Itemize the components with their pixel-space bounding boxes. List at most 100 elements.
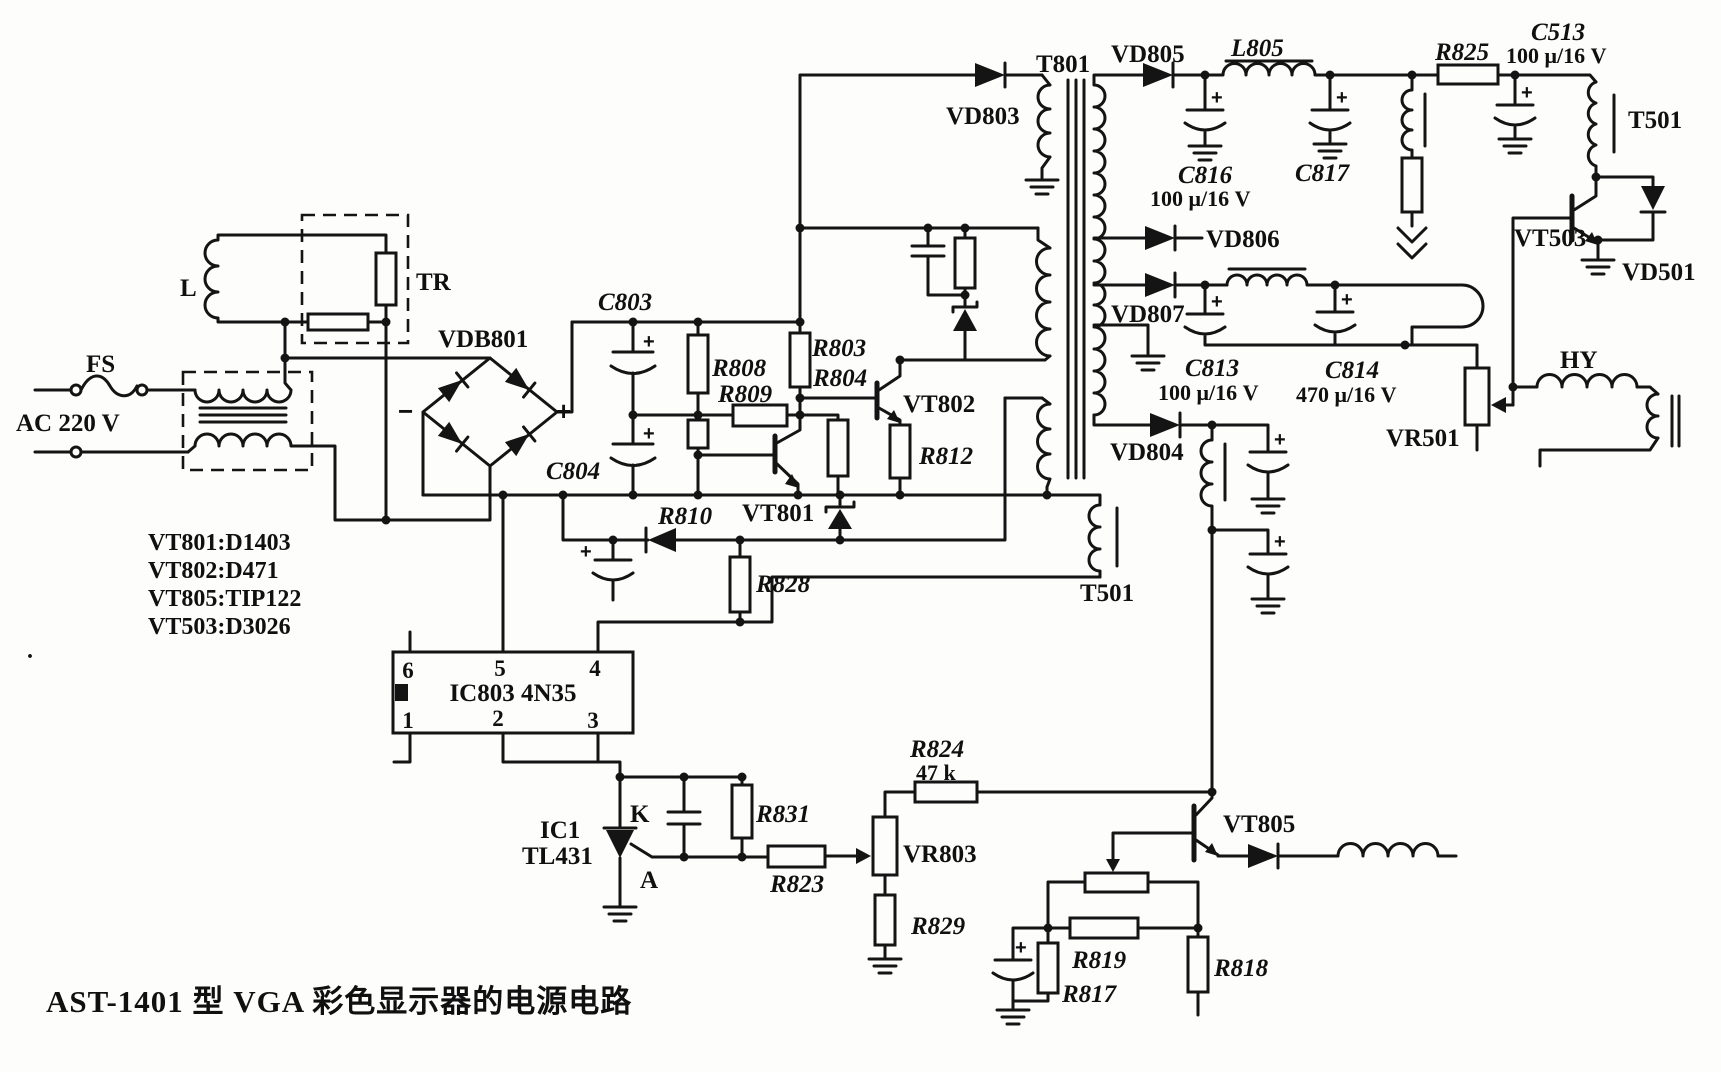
filter-coils (186, 320, 492, 522)
polarity-plus: + (643, 423, 655, 445)
tl431-label: TL431 (522, 843, 593, 870)
ground (1250, 497, 1286, 515)
r810-body (686, 418, 710, 450)
r804-label: R804 (812, 365, 867, 392)
snubber-wires (798, 226, 1047, 362)
node (693, 490, 703, 500)
node (558, 490, 568, 500)
polarity-plus: + (1211, 87, 1223, 109)
node (1193, 923, 1203, 933)
node (1207, 420, 1217, 430)
node (381, 317, 391, 327)
node (1593, 235, 1603, 245)
l805-label: L805 (1230, 35, 1284, 62)
bulk-capacitors: C803 C804 + + (546, 289, 657, 497)
node (1207, 525, 1217, 535)
r823-label: R823 (769, 871, 824, 898)
node (1200, 70, 1210, 80)
ground (1130, 354, 1166, 372)
ac-voltage-label: AC 220 V (16, 410, 120, 437)
node (1591, 172, 1601, 182)
vr501-wiper-arrow (1491, 397, 1506, 413)
line-filter (181, 320, 492, 522)
c816-label: C816 (1178, 162, 1233, 189)
zener-vt801 (824, 493, 856, 542)
polarity-plus: + (1521, 82, 1533, 104)
node (1200, 280, 1210, 290)
r803-body (788, 331, 812, 389)
node (381, 515, 391, 525)
snubber-resistor (953, 236, 977, 290)
r823-arrow (856, 848, 871, 864)
r824-body (913, 780, 979, 804)
diode-bar (455, 435, 470, 453)
vd804-wires (1092, 413, 1214, 427)
node (735, 617, 745, 627)
node (1042, 490, 1052, 500)
node (693, 450, 703, 460)
ground (1024, 178, 1060, 196)
vt805-emitter-arrow (1205, 843, 1218, 856)
rail-wires (421, 320, 1049, 497)
node (795, 393, 805, 403)
r812-label: R812 (918, 443, 973, 470)
r829-label: R829 (910, 913, 966, 940)
diode-triangle (437, 379, 463, 403)
node (793, 490, 803, 500)
ic803-pin5: 5 (494, 656, 506, 681)
c816-value: 100 μ/16 V (1150, 186, 1251, 211)
ground (995, 1008, 1031, 1026)
degauss-resistor (306, 312, 370, 332)
vd804-diode (1150, 413, 1180, 437)
vt805-diode (1248, 844, 1278, 868)
ic803-pin-wires (392, 493, 622, 779)
r824-value: 47 k (916, 760, 957, 785)
vr803-label: VR803 (903, 841, 977, 868)
c817-label: C817 (1295, 160, 1351, 187)
node (895, 355, 905, 365)
thermistor-tr (374, 251, 398, 307)
vr803-body (871, 815, 899, 877)
caption: AST-1401 型 VGA 彩色显示器的电源电路 (46, 984, 632, 1019)
node (1510, 70, 1520, 80)
r824-label: R824 (909, 736, 964, 763)
c813-value: 100 μ/16 V (1158, 380, 1259, 405)
optocoupler-ic803: IC803 4N35 6 5 4 1 2 3 (391, 493, 635, 779)
polarity-plus: + (1274, 531, 1286, 553)
node (280, 353, 290, 363)
node (693, 410, 703, 420)
cathode-label: K (630, 801, 650, 828)
vd501-label: VD501 (1622, 259, 1696, 286)
ic803-pin6: 6 (402, 658, 414, 683)
r809-label: R809 (717, 381, 773, 408)
ac-terminal (69, 445, 83, 459)
coil-l-label: L (180, 275, 197, 302)
secondary-ground-tap (1092, 323, 1150, 356)
junction-dots (280, 70, 1603, 933)
vd805-label: VD805 (1111, 41, 1185, 68)
dc-rails (421, 320, 1049, 497)
c803-c804-wires (609, 320, 657, 497)
r831-body (730, 783, 754, 840)
tr-label: TR (416, 269, 452, 296)
ground (1187, 144, 1223, 162)
vt802-emitter-arrow (887, 410, 900, 423)
branch-resistor (1400, 156, 1424, 214)
ic803-box (391, 650, 635, 735)
node (628, 410, 638, 420)
snubber-network (798, 226, 1047, 362)
polarity-plus: + (1211, 291, 1223, 313)
bridge-diode (437, 421, 470, 453)
ic803-pin2: 2 (492, 706, 504, 731)
ic803-pin1: 1 (402, 708, 414, 733)
mid-rail-wires (1183, 267, 1681, 468)
c513-label: C513 (1531, 19, 1585, 46)
node (693, 317, 703, 327)
node (1407, 70, 1417, 80)
ground (1497, 137, 1533, 155)
ic1-label: IC1 (540, 817, 580, 844)
secondary-bottom: VD804 T501 + + (1045, 411, 1290, 794)
secondary-mid-rail: C813 100 μ/16 V C814 470 μ/16 V VD806 VD… (1092, 224, 1681, 468)
